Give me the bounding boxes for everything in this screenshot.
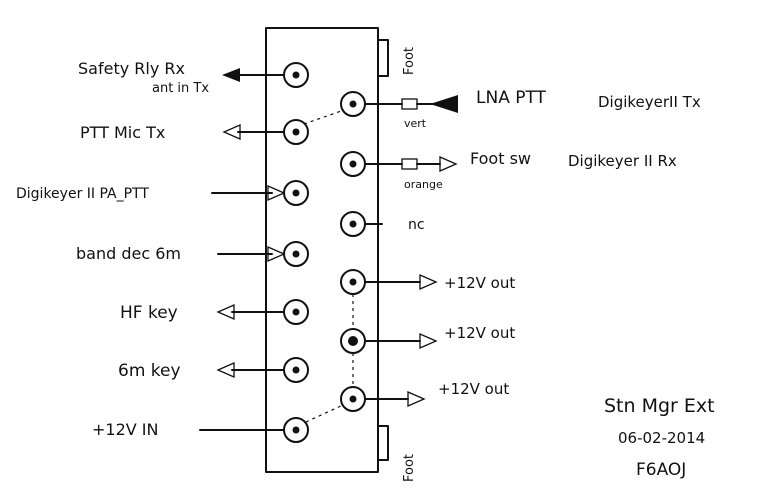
foot-top-label: Foot bbox=[402, 47, 417, 75]
out3-wire bbox=[364, 391, 426, 407]
author-callsign: F6AOJ bbox=[636, 460, 686, 480]
foot-tab-bottom bbox=[377, 425, 389, 461]
label-band-dec: band dec 6m bbox=[76, 244, 181, 263]
connector-pin bbox=[292, 128, 300, 136]
connector-pin bbox=[349, 395, 357, 403]
connector-pin bbox=[349, 220, 357, 228]
band-dec-wire bbox=[217, 246, 286, 262]
label-vert: vert bbox=[404, 117, 427, 130]
right-connector-column bbox=[340, 91, 366, 412]
panel-enclosure bbox=[265, 27, 379, 473]
label-digikeyer-pa: Digikeyer II PA_PTT bbox=[16, 186, 149, 202]
connector-pin bbox=[292, 189, 300, 197]
ptt-mic-wire bbox=[222, 124, 285, 140]
label-lna-ptt: LNA PTT bbox=[476, 88, 547, 108]
ferrite-vert bbox=[401, 98, 418, 110]
label-12v-out-1: +12V out bbox=[444, 274, 515, 292]
connector-pin bbox=[292, 308, 300, 316]
connector-pin bbox=[292, 366, 300, 374]
out1-wire bbox=[364, 274, 438, 290]
label-6m-key: 6m key bbox=[118, 361, 181, 381]
label-12v-out-3: +12V out bbox=[438, 380, 509, 398]
label-digikeyer-rx: Digikeyer II Rx bbox=[568, 152, 677, 170]
label-hf-key: HF key bbox=[120, 303, 178, 323]
foot-bottom-label: Foot bbox=[402, 454, 417, 482]
diagram-date: 06-02-2014 bbox=[618, 429, 705, 447]
connector-pin bbox=[348, 336, 358, 346]
out2-wire bbox=[364, 333, 438, 349]
connector-pin bbox=[292, 250, 300, 258]
safety-rly-wire bbox=[222, 68, 285, 82]
diagram-title: Stn Mgr Ext bbox=[604, 395, 715, 417]
connector-pin bbox=[292, 426, 300, 434]
left-connector-column bbox=[283, 62, 309, 443]
label-orange: orange bbox=[404, 178, 443, 191]
connector-pin bbox=[349, 100, 357, 108]
lna-ptt-wire bbox=[364, 95, 458, 113]
connector-pin bbox=[349, 160, 357, 168]
connector-pin bbox=[349, 278, 357, 286]
internal-link-ptt-lna bbox=[303, 109, 345, 125]
label-ant-in-tx: ant in Tx bbox=[152, 81, 209, 96]
label-ptt-mic: PTT Mic Tx bbox=[80, 123, 165, 142]
internal-link-in-out3 bbox=[305, 404, 344, 423]
connector-pin bbox=[292, 71, 300, 79]
foot-tab-top bbox=[377, 39, 389, 77]
label-12v-in: +12V IN bbox=[92, 420, 158, 439]
label-nc: nc bbox=[408, 217, 425, 233]
foot-sw-wire bbox=[364, 156, 458, 172]
label-foot-sw: Foot sw bbox=[470, 149, 531, 168]
label-safety-rly: Safety Rly Rx bbox=[78, 59, 185, 78]
digikeyer-pa-wire bbox=[211, 185, 286, 201]
six-m-key-wire bbox=[216, 362, 285, 378]
label-digikeyer-tx: DigikeyerII Tx bbox=[598, 93, 701, 111]
ferrite-orange bbox=[401, 158, 418, 170]
hf-key-wire bbox=[216, 304, 285, 320]
label-12v-out-2: +12V out bbox=[444, 324, 515, 342]
